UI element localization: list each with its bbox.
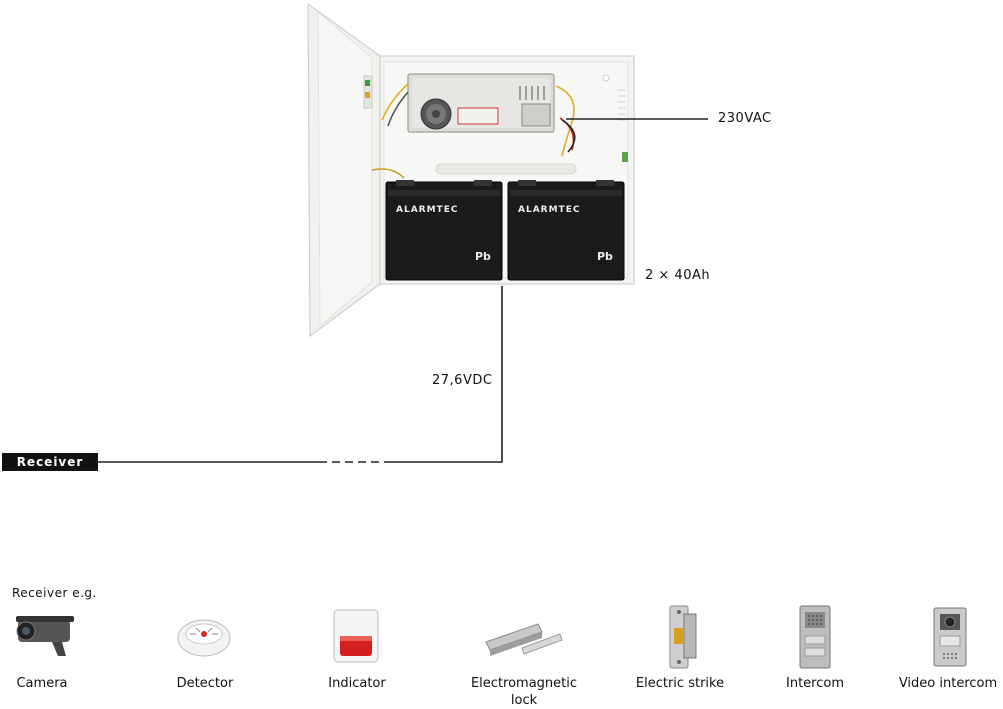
psu-module — [407, 73, 555, 133]
enclosure-door — [307, 2, 381, 338]
electric-strike-icon — [664, 604, 700, 670]
battery-left-brand: ALARMTEC — [396, 205, 459, 215]
video-intercom-label: Video intercom — [898, 676, 998, 691]
receiver-tag: Receiver — [2, 453, 98, 471]
battery-left-pb: Pb — [475, 250, 491, 263]
camera-icon — [8, 612, 78, 662]
detector-label: Detector — [176, 676, 234, 691]
mains-voltage-label: 230VAC — [718, 111, 772, 126]
video-intercom-icon — [932, 606, 968, 668]
battery-right — [507, 180, 625, 281]
battery-capacity-label: 2 × 40Ah — [645, 268, 711, 283]
maglock-label: Electromagnetic lock — [470, 676, 578, 708]
siren-icon — [330, 606, 382, 666]
maglock-icon — [482, 612, 566, 662]
battery-right-brand: ALARMTEC — [518, 205, 581, 215]
indicator-label: Indicator — [328, 676, 386, 691]
connection-lines — [98, 118, 708, 463]
output-voltage-label: 27,6VDC — [432, 373, 493, 388]
detector-icon — [176, 614, 232, 660]
electric-strike-label: Electric strike — [635, 676, 725, 691]
intercom-label: Intercom — [786, 676, 844, 691]
battery-right-pb: Pb — [597, 250, 613, 263]
intercom-icon — [798, 604, 832, 670]
receivers-heading: Receiver e.g. — [12, 586, 97, 600]
camera-label: Camera — [16, 676, 68, 691]
battery-left — [385, 180, 503, 281]
internal-wires — [371, 83, 576, 179]
output-line — [392, 286, 503, 463]
